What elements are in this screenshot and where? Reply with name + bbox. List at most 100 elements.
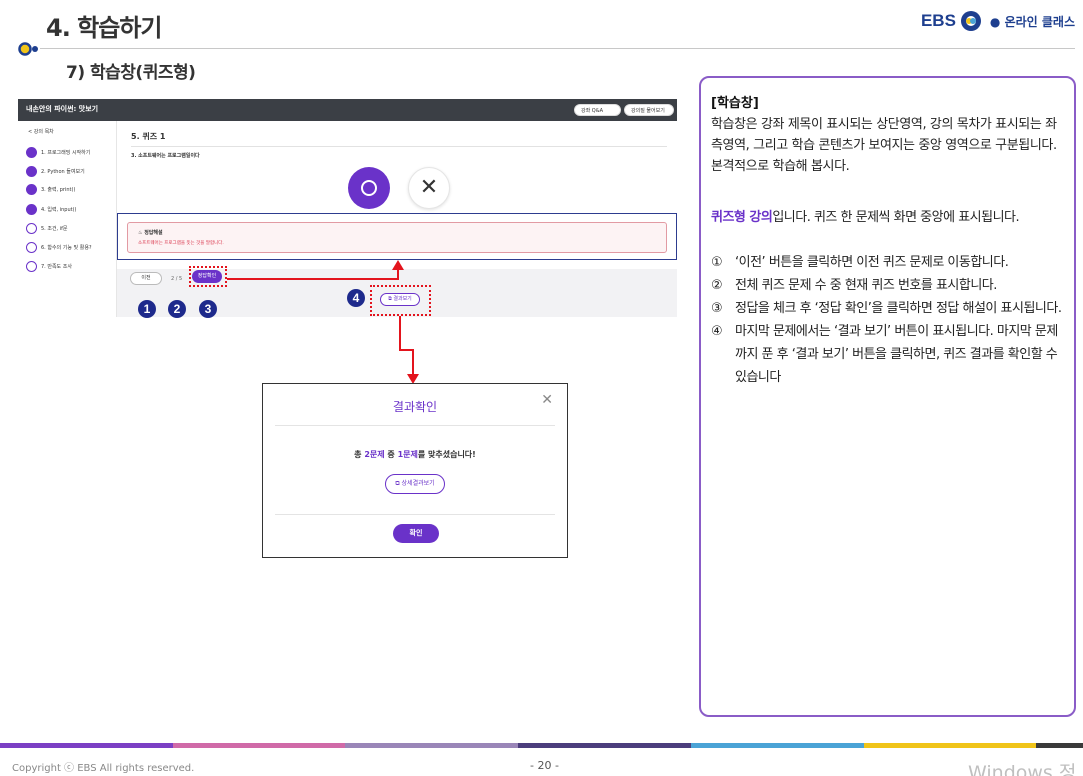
ask-button[interactable]: 강의질 물어보기 (624, 104, 674, 116)
description-paragraph: 학습창은 강좌 제목이 표시되는 상단영역, 강의 목차가 표시되는 좌측영역,… (711, 117, 1057, 174)
badge-1: 1 (138, 300, 156, 318)
external-link-icon: ⧉ (395, 480, 402, 487)
quiz-count: 2 / 5 (171, 276, 183, 282)
sidebar-item-1[interactable]: 1. 프로그래밍 시작하기 (26, 146, 90, 158)
description-list: ① ‘이전’ 버튼을 클릭하면 이전 퀴즈 문제로 이동합니다. ② 전체 퀴즈 문… (711, 251, 1066, 389)
external-link-icon: ⧉ (388, 296, 394, 302)
arrow-up-icon (392, 260, 404, 270)
stripe (172, 743, 346, 748)
sidebar-item-label: 6. 함수의 기능 및 활용? (41, 244, 92, 251)
bulb-icon: ♨ (138, 230, 145, 236)
prev-button[interactable]: 이전 (130, 272, 162, 285)
view-result-label: 결과보기 (393, 296, 412, 302)
msg-total: 2문제 (364, 450, 385, 459)
result-message: 총 2문제 중 1문제를 맞추셨습니다! (263, 449, 567, 460)
quiz-question: 3. 소프트웨어는 프로그램일이다 (131, 153, 200, 159)
check-answer-button[interactable]: 정답확인 (192, 270, 222, 283)
ebs-logo: EBS ● 온라인 클래스 (921, 10, 1075, 32)
explanation-body: 소프트웨어는 프로그램을 뜻는 것을 말합니다. (138, 241, 224, 246)
connector-line (399, 349, 414, 351)
item-number: ④ (711, 324, 723, 339)
msg-suffix: 를 맞추셨습니다! (417, 450, 476, 459)
sidebar-item-3[interactable]: 3. 출력, print() (26, 183, 75, 195)
answer-o-button[interactable] (348, 167, 390, 209)
footer-color-bar (0, 743, 1083, 748)
badge-2: 2 (168, 300, 186, 318)
item-number: ③ (711, 301, 723, 316)
lead-rest: 입니다. 퀴즈 한 문제씩 화면 중앙에 표시됩니다. (772, 210, 1020, 225)
description-heading: [학습창] (711, 96, 759, 111)
connector-line (397, 266, 399, 280)
list-item: ② 전체 퀴즈 문제 수 중 현재 퀴즈 번호를 표시합니다. (711, 274, 1066, 297)
header-dots-icon (18, 42, 38, 56)
modal-divider (275, 425, 555, 426)
sidebar-item-2[interactable]: 2. Python 들여보기 (26, 165, 85, 177)
badge-3: 3 (199, 300, 217, 318)
quiz-divider (131, 146, 667, 147)
stripe (0, 743, 173, 748)
lesson-icon (26, 146, 37, 158)
close-icon[interactable]: ✕ (541, 392, 553, 408)
detail-result-button[interactable]: ⧉ 상세결과보기 (385, 474, 445, 494)
sidebar-item-label: 7. 만족도 조사 (41, 263, 72, 270)
item-number: ① (711, 255, 723, 270)
chapter-title: 4. 학습하기 (46, 14, 162, 42)
explanation-title: ♨ 정답해설 (138, 229, 163, 236)
windows-watermark: Windows 정 (968, 762, 1077, 776)
course-title: 내손안의 파이썬: 맛보기 (26, 105, 99, 113)
stripe (1036, 743, 1083, 748)
learning-window-screenshot: 내손안의 파이썬: 맛보기 강좌 Q&A 강의질 물어보기 < 강의 목차 1.… (18, 99, 677, 317)
connector-line (227, 278, 398, 280)
view-result-button[interactable]: ⧉ 결과보기 (380, 293, 420, 306)
check-answer-highlight (189, 266, 227, 287)
course-sidebar: < 강의 목차 1. 프로그래밍 시작하기 2. Python 들여보기 3. … (18, 121, 117, 317)
connector-line (412, 349, 414, 375)
page-number: - 20 - (530, 759, 559, 772)
list-item: ① ‘이전’ 버튼을 클릭하면 이전 퀴즈 문제로 이동합니다. (711, 251, 1066, 274)
description-lead: 퀴즈형 강의입니다. 퀴즈 한 문제씩 화면 중앙에 표시됩니다. (711, 206, 1071, 225)
explanation-highlight-frame (117, 213, 677, 260)
sidebar-item-4[interactable]: 4. 입력, input() (26, 203, 77, 215)
copyright: Copyright ⓒ EBS All rights reserved. (12, 763, 195, 774)
quiz-title: 5. 퀴즈 1 (131, 132, 166, 141)
lesson-icon (26, 241, 37, 253)
header-divider (40, 48, 1075, 49)
msg-prefix: 총 (354, 450, 365, 459)
lesson-icon (26, 183, 37, 195)
answer-x-button[interactable]: ✕ (408, 167, 450, 209)
stripe (690, 743, 864, 748)
circle-o-icon (361, 180, 377, 196)
sidebar-item-label: 3. 출력, print() (41, 186, 76, 193)
qa-button[interactable]: 강좌 Q&A (574, 104, 621, 116)
lesson-icon (26, 222, 37, 234)
ebs-circle-icon (960, 11, 981, 31)
sidebar-item-label: 1. 프로그래밍 시작하기 (41, 149, 91, 156)
item-text: 전체 퀴즈 문제 수 중 현재 퀴즈 번호를 표시합니다. (735, 278, 997, 293)
item-text: 마지막 문제에서는 ‘결과 보기’ 버튼이 표시됩니다. 마지막 문제까지 푼 … (735, 324, 1058, 385)
sidebar-item-label: 4. 입력, input() (41, 206, 77, 213)
item-text: ‘이전’ 버튼을 클릭하면 이전 퀴즈 문제로 이동합니다. (735, 255, 1009, 270)
result-modal: 결과확인 ✕ 총 2문제 중 1문제를 맞추셨습니다! ⧉ 상세결과보기 확인 (262, 383, 568, 558)
item-text: 정답을 체크 후 ‘정답 확인’을 클릭하면 정답 해설이 표시됩니다. (735, 301, 1062, 316)
modal-title: 결과확인 (392, 400, 438, 414)
sidebar-item-label: 5. 조건, if문 (41, 225, 68, 232)
detail-result-label: 상세결과보기 (401, 480, 435, 487)
lesson-icon (26, 165, 37, 177)
sidebar-item-5[interactable]: 5. 조건, if문 (26, 222, 68, 234)
item-number: ② (711, 278, 723, 293)
msg-mid: 중 (384, 450, 398, 459)
section-title: 7) 학습창(퀴즈형) (66, 63, 196, 83)
lesson-icon (26, 203, 37, 215)
app-topbar: 내손안의 파이썬: 맛보기 강좌 Q&A 강의질 물어보기 (18, 99, 677, 121)
list-item: ④ 마지막 문제에서는 ‘결과 보기’ 버튼이 표시됩니다. 마지막 문제까지 푼… (711, 320, 1066, 389)
connector-line (399, 316, 401, 350)
explanation-box: ♨ 정답해설 소프트웨어는 프로그램을 뜻는 것을 말합니다. (127, 222, 667, 253)
lead-accent: 퀴즈형 강의 (711, 210, 773, 225)
sidebar-item-label: 2. Python 들여보기 (41, 168, 85, 175)
confirm-button[interactable]: 확인 (393, 524, 439, 543)
sidebar-item-7[interactable]: 7. 만족도 조사 (26, 260, 72, 272)
description-panel: [학습창] 학습창은 강좌 제목이 표시되는 상단영역, 강의 목차가 표시되는… (699, 76, 1076, 717)
sidebar-item-6[interactable]: 6. 함수의 기능 및 활용? (26, 241, 92, 253)
arrow-down-icon (407, 374, 419, 384)
sidebar-back-link[interactable]: < 강의 목차 (28, 129, 54, 135)
